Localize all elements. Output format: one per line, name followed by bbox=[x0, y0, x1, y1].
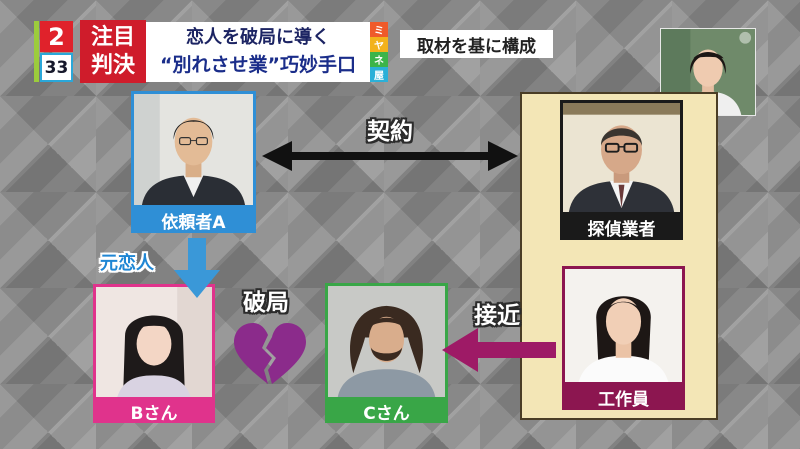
clock-accent-strip bbox=[34, 21, 39, 82]
logo-cell: 屋 bbox=[370, 67, 388, 82]
reconstruction-note: 取材を基に構成 bbox=[400, 30, 553, 58]
person-b-label: Bさん bbox=[93, 400, 215, 424]
broken-heart-right-half bbox=[266, 323, 306, 384]
ex-lover-label: 元恋人 bbox=[100, 253, 154, 274]
logo-cell: ネ bbox=[370, 52, 388, 67]
worker-photo bbox=[562, 266, 685, 385]
contract-label: 契約 bbox=[367, 119, 413, 145]
breakup-label: 破局 bbox=[243, 290, 289, 316]
client-photo bbox=[131, 91, 256, 208]
detective-photo bbox=[560, 100, 683, 215]
headline-line2: “別れさせ業”巧妙手口 bbox=[160, 54, 356, 76]
program-logo: ミ ヤ ネ 屋 bbox=[370, 22, 388, 82]
clock-minute: 33 bbox=[40, 53, 73, 82]
person-c-label: Cさん bbox=[325, 400, 448, 424]
detective-label: 探偵業者 bbox=[560, 215, 683, 240]
topic-badge-line1: 注目 bbox=[90, 24, 135, 50]
approach-label: 接近 bbox=[474, 303, 520, 329]
topic-badge: 注目 判決 bbox=[80, 20, 146, 83]
topic-badge-line2: 判決 bbox=[90, 52, 135, 78]
broken-heart-icon bbox=[234, 323, 306, 384]
broken-heart-left-half bbox=[234, 323, 272, 384]
headline-line1: 恋人を破局に導く bbox=[186, 27, 330, 48]
headline-banner: 恋人を破局に導く “別れさせ業”巧妙手口 bbox=[146, 22, 370, 82]
worker-label: 工作員 bbox=[562, 385, 685, 410]
person-b-photo bbox=[93, 284, 215, 400]
logo-cell: ミ bbox=[370, 22, 388, 37]
channel-watermark-icon bbox=[739, 31, 752, 44]
contract-double-arrow bbox=[262, 141, 518, 171]
clock-hour: 2 bbox=[40, 21, 73, 52]
person-c-photo bbox=[325, 283, 448, 400]
client-label: 依頼者A bbox=[131, 208, 256, 233]
logo-cell: ヤ bbox=[370, 37, 388, 52]
